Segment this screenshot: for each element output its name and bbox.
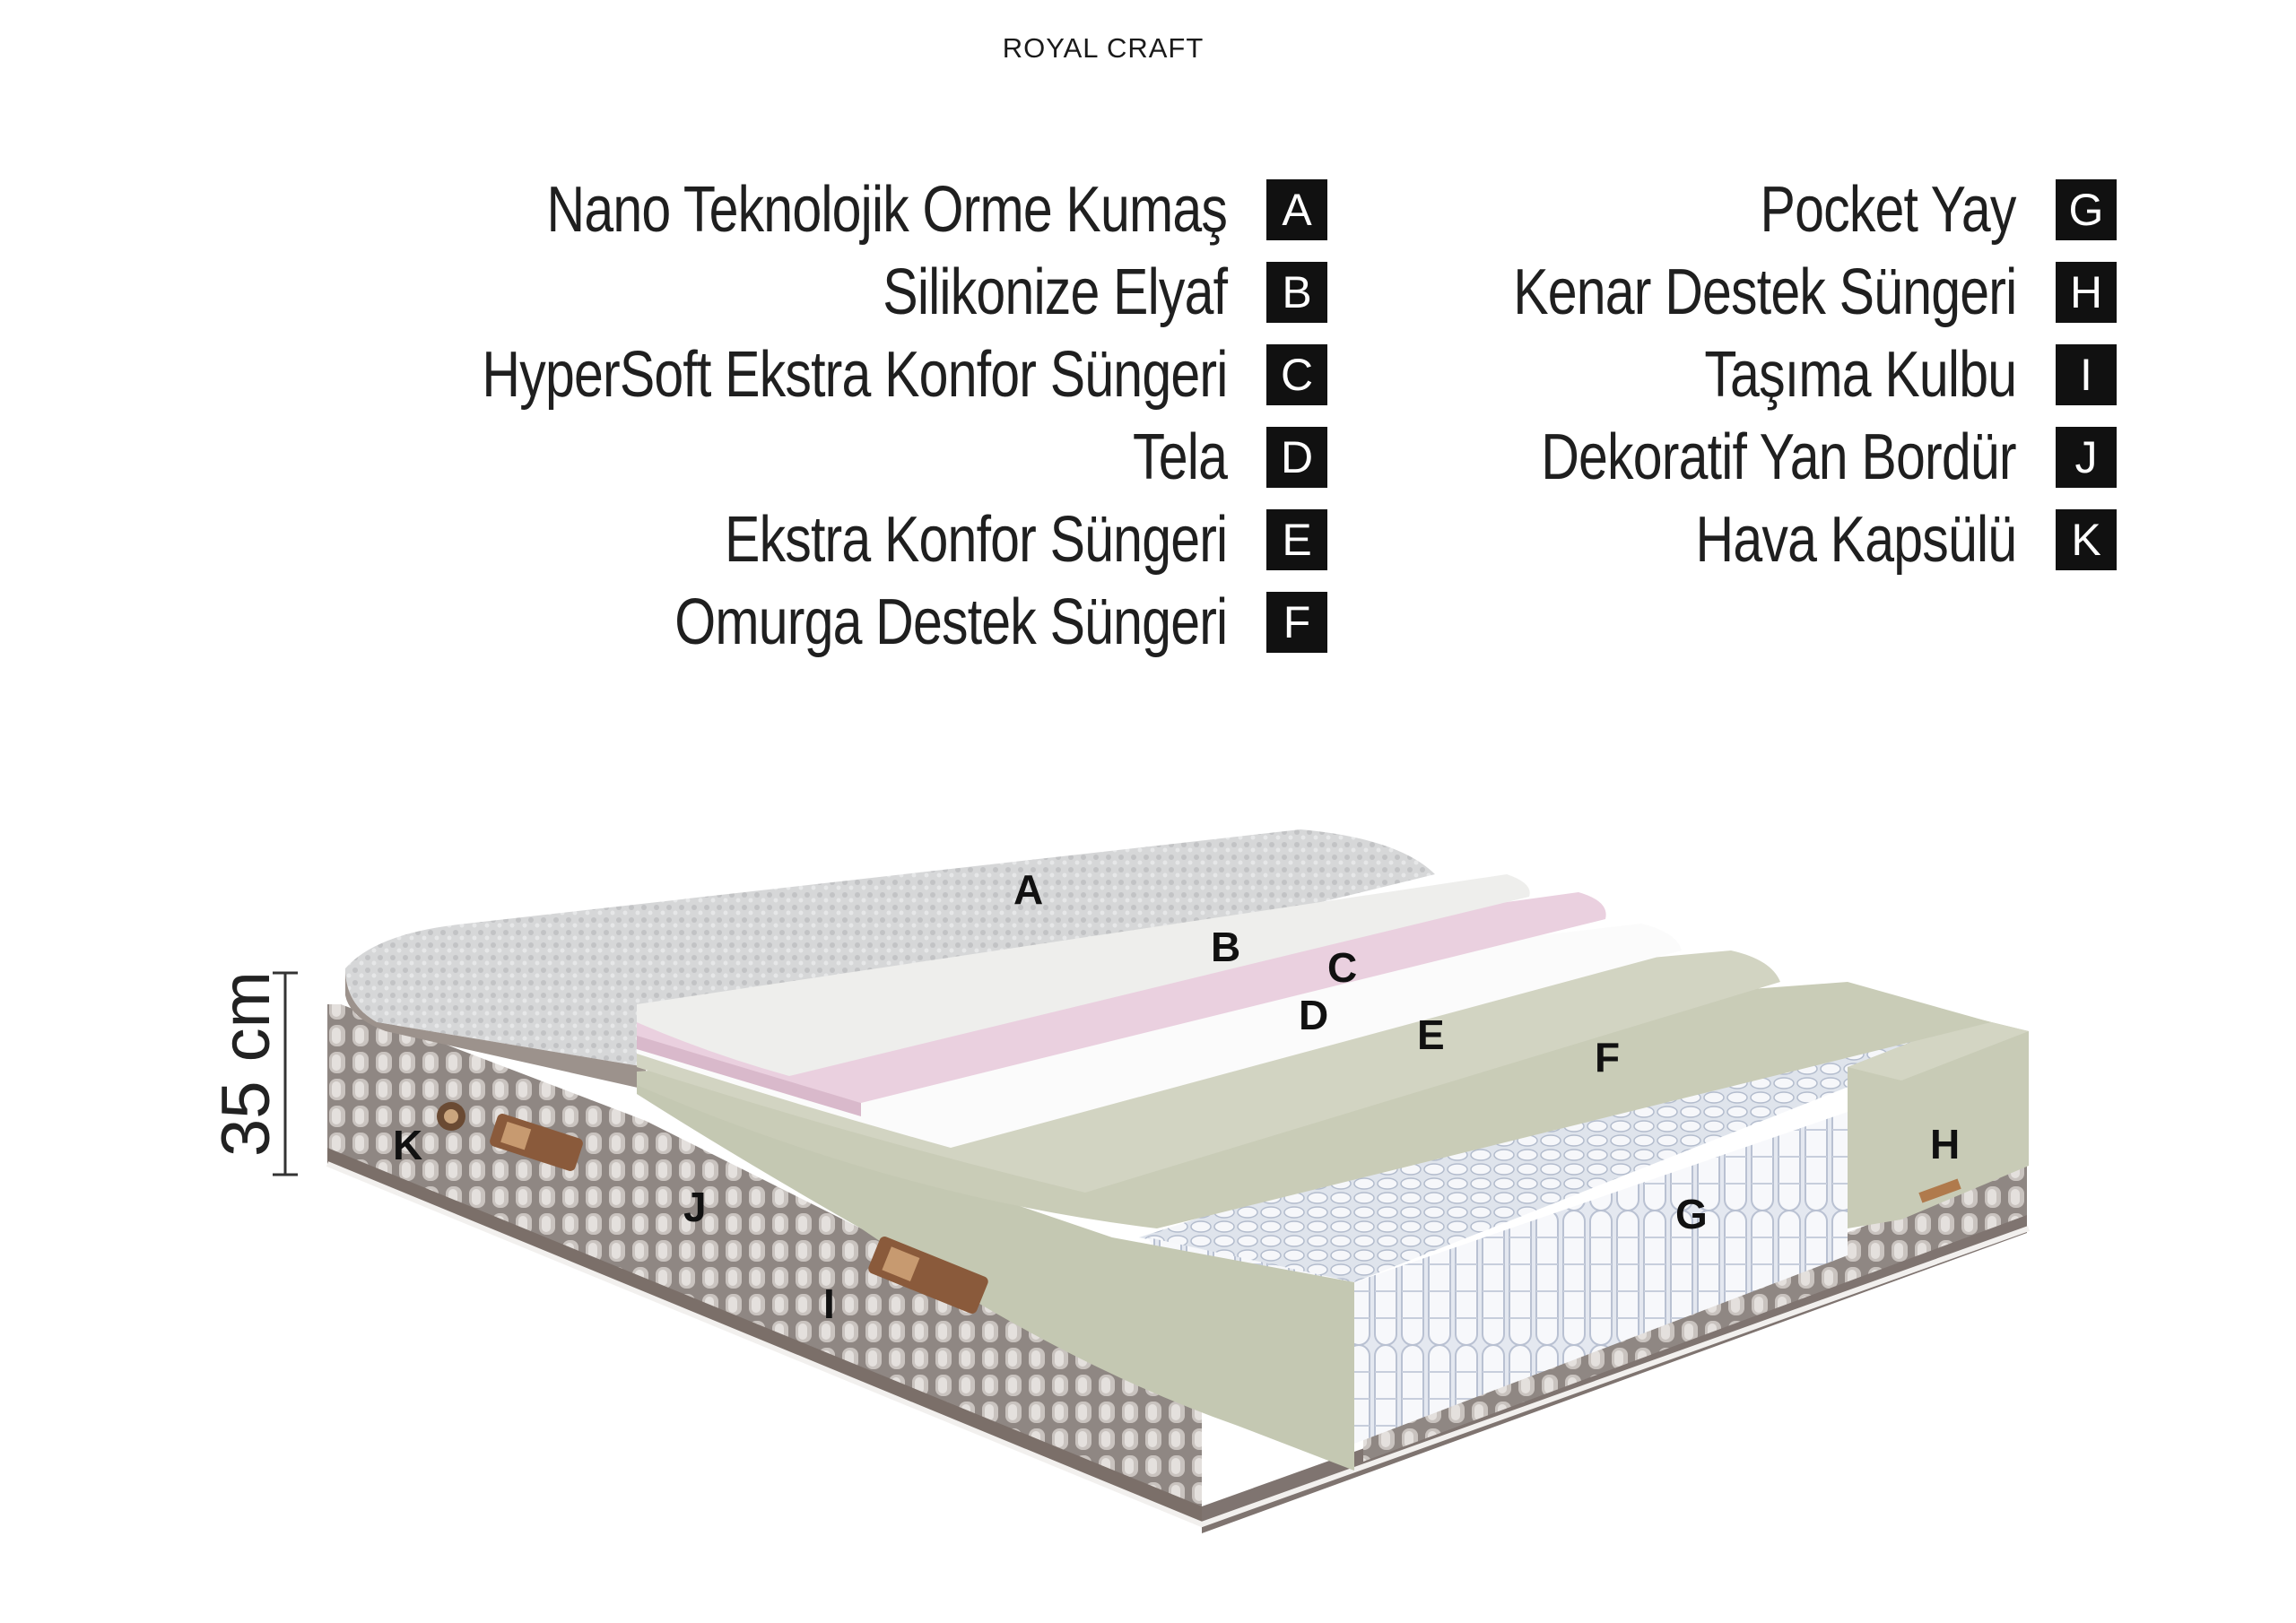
side-border-base-left [327,1148,1202,1524]
legend-badge: B [1266,262,1327,323]
height-label: 35 cm [208,971,284,1157]
legend-badge: F [1266,592,1327,653]
legend-label: Nano Teknolojik Orme Kumaş [546,174,1227,246]
legend-label: Pocket Yay [1761,174,2017,246]
legend-left: Nano Teknolojik Orme Kumaş A Silikonize … [341,169,1327,664]
legend-badge: A [1266,179,1327,240]
marker-g: G [1675,1191,1708,1237]
marker-b: B [1211,924,1240,970]
legend-label: Kenar Destek Süngeri [1512,256,2017,328]
layer-c-edge [637,1036,861,1116]
marker-j: J [683,1184,707,1230]
foam-wedge-left [637,1076,1354,1471]
pillow-top-fabric [345,829,1435,1067]
legend-label: Tela [1132,421,1228,493]
marker-f: F [1595,1034,1620,1081]
legend-item-g: Pocket Yay G [1345,169,2117,251]
legend-item-i: Taşıma Kulbu I [1345,334,2117,416]
legend-item-b: Silikonize Elyaf B [341,251,1327,334]
legend-badge: I [2056,344,2117,405]
legend-badge: E [1266,509,1327,570]
marker-e: E [1417,1011,1445,1058]
legend-item-c: HyperSoft Ekstra Konfor Süngeri C [341,334,1327,416]
legend-badge: J [2056,427,2117,488]
brand-title: ROYAL CRAFT [1002,32,1205,64]
spring-block-top [1139,1013,2000,1282]
legend-label: Taşıma Kulbu [1704,339,2017,411]
legend-item-e: Ekstra Konfor Süngeri E [341,499,1327,581]
legend-item-f: Omurga Destek Süngeri F [341,581,1327,664]
legend-right: Pocket Yay G Kenar Destek Süngeri H Taşı… [1345,169,2117,581]
legend-item-a: Nano Teknolojik Orme Kumaş A [341,169,1327,251]
legend-label: Omurga Destek Süngeri [674,586,1228,658]
legend-badge: D [1266,427,1327,488]
carry-handle-front [868,1237,988,1314]
pillow-top-edge [345,968,646,1089]
legend-badge: C [1266,344,1327,405]
legend-badge: K [2056,509,2117,570]
carry-handle-left [490,1114,583,1171]
carry-handle-right [1918,1178,1961,1203]
air-capsule-vent [437,1102,465,1131]
marker-i: I [823,1280,835,1327]
marker-k: K [393,1122,422,1168]
marker-h: H [1930,1121,1960,1167]
marker-a: A [1013,866,1043,913]
legend-item-k: Hava Kapsülü K [1345,499,2117,581]
height-dimension [273,971,298,1176]
side-piping [326,1161,2031,1528]
side-border-right [1363,1166,2027,1462]
legend-label: Hava Kapsülü [1695,504,2017,576]
legend-item-j: Dekoratif Yan Bordür J [1345,416,2117,499]
foam-edge-support-top [1848,1018,2029,1081]
legend-label: HyperSoft Ekstra Konfor Süngeri [481,339,1228,411]
legend-badge: H [2056,262,2117,323]
layer-b [637,874,1530,1076]
legend-badge: G [2056,179,2117,240]
marker-d: D [1299,992,1328,1038]
marker-c: C [1327,944,1357,991]
legend-label: Dekoratif Yan Bordür [1541,421,2017,493]
legend-label: Silikonize Elyaf [883,256,1228,328]
legend-item-h: Kenar Destek Süngeri H [1345,251,2117,334]
legend-label: Ekstra Konfor Süngeri [724,504,1228,576]
legend-item-d: Tela D [341,416,1327,499]
